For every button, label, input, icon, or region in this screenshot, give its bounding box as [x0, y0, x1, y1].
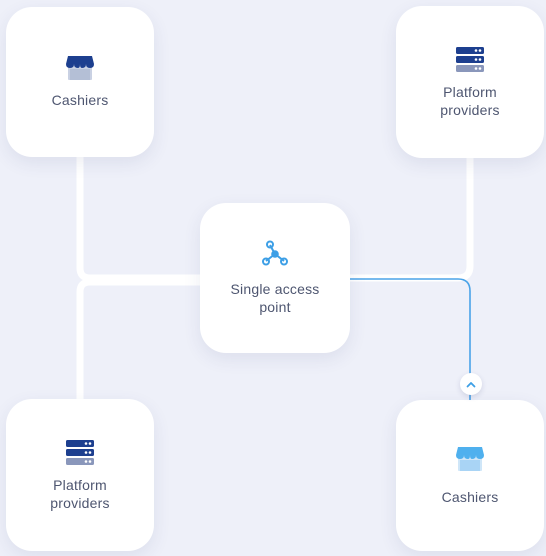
node-label: Cashiers [51, 92, 109, 108]
connector-top-right [344, 146, 474, 282]
node-cashiers-top-left[interactable]: Cashiers [6, 7, 154, 157]
node-cashiers-bottom-right[interactable]: Cashiers [396, 400, 544, 551]
node-label: Platform providers [440, 83, 500, 118]
node-platform-providers-top-right[interactable]: Platform providers [396, 6, 544, 158]
store-icon [456, 446, 484, 471]
connector-bottom-left [76, 278, 209, 409]
node-label: Platform providers [50, 476, 110, 511]
node-label: Single access point [230, 281, 320, 315]
node-platform-providers-bottom-left[interactable]: Platform providers [6, 399, 154, 551]
connector-top-left [76, 146, 209, 282]
network-hub-icon [262, 240, 288, 266]
chevron-up-icon [466, 381, 476, 387]
server-icon [456, 46, 484, 72]
node-single-access-point[interactable]: Single access point [200, 203, 350, 353]
store-icon [66, 56, 94, 80]
connector-active [348, 278, 471, 400]
server-icon [66, 439, 94, 465]
node-label: Cashiers [441, 488, 499, 505]
collapse-toggle[interactable] [460, 373, 482, 395]
